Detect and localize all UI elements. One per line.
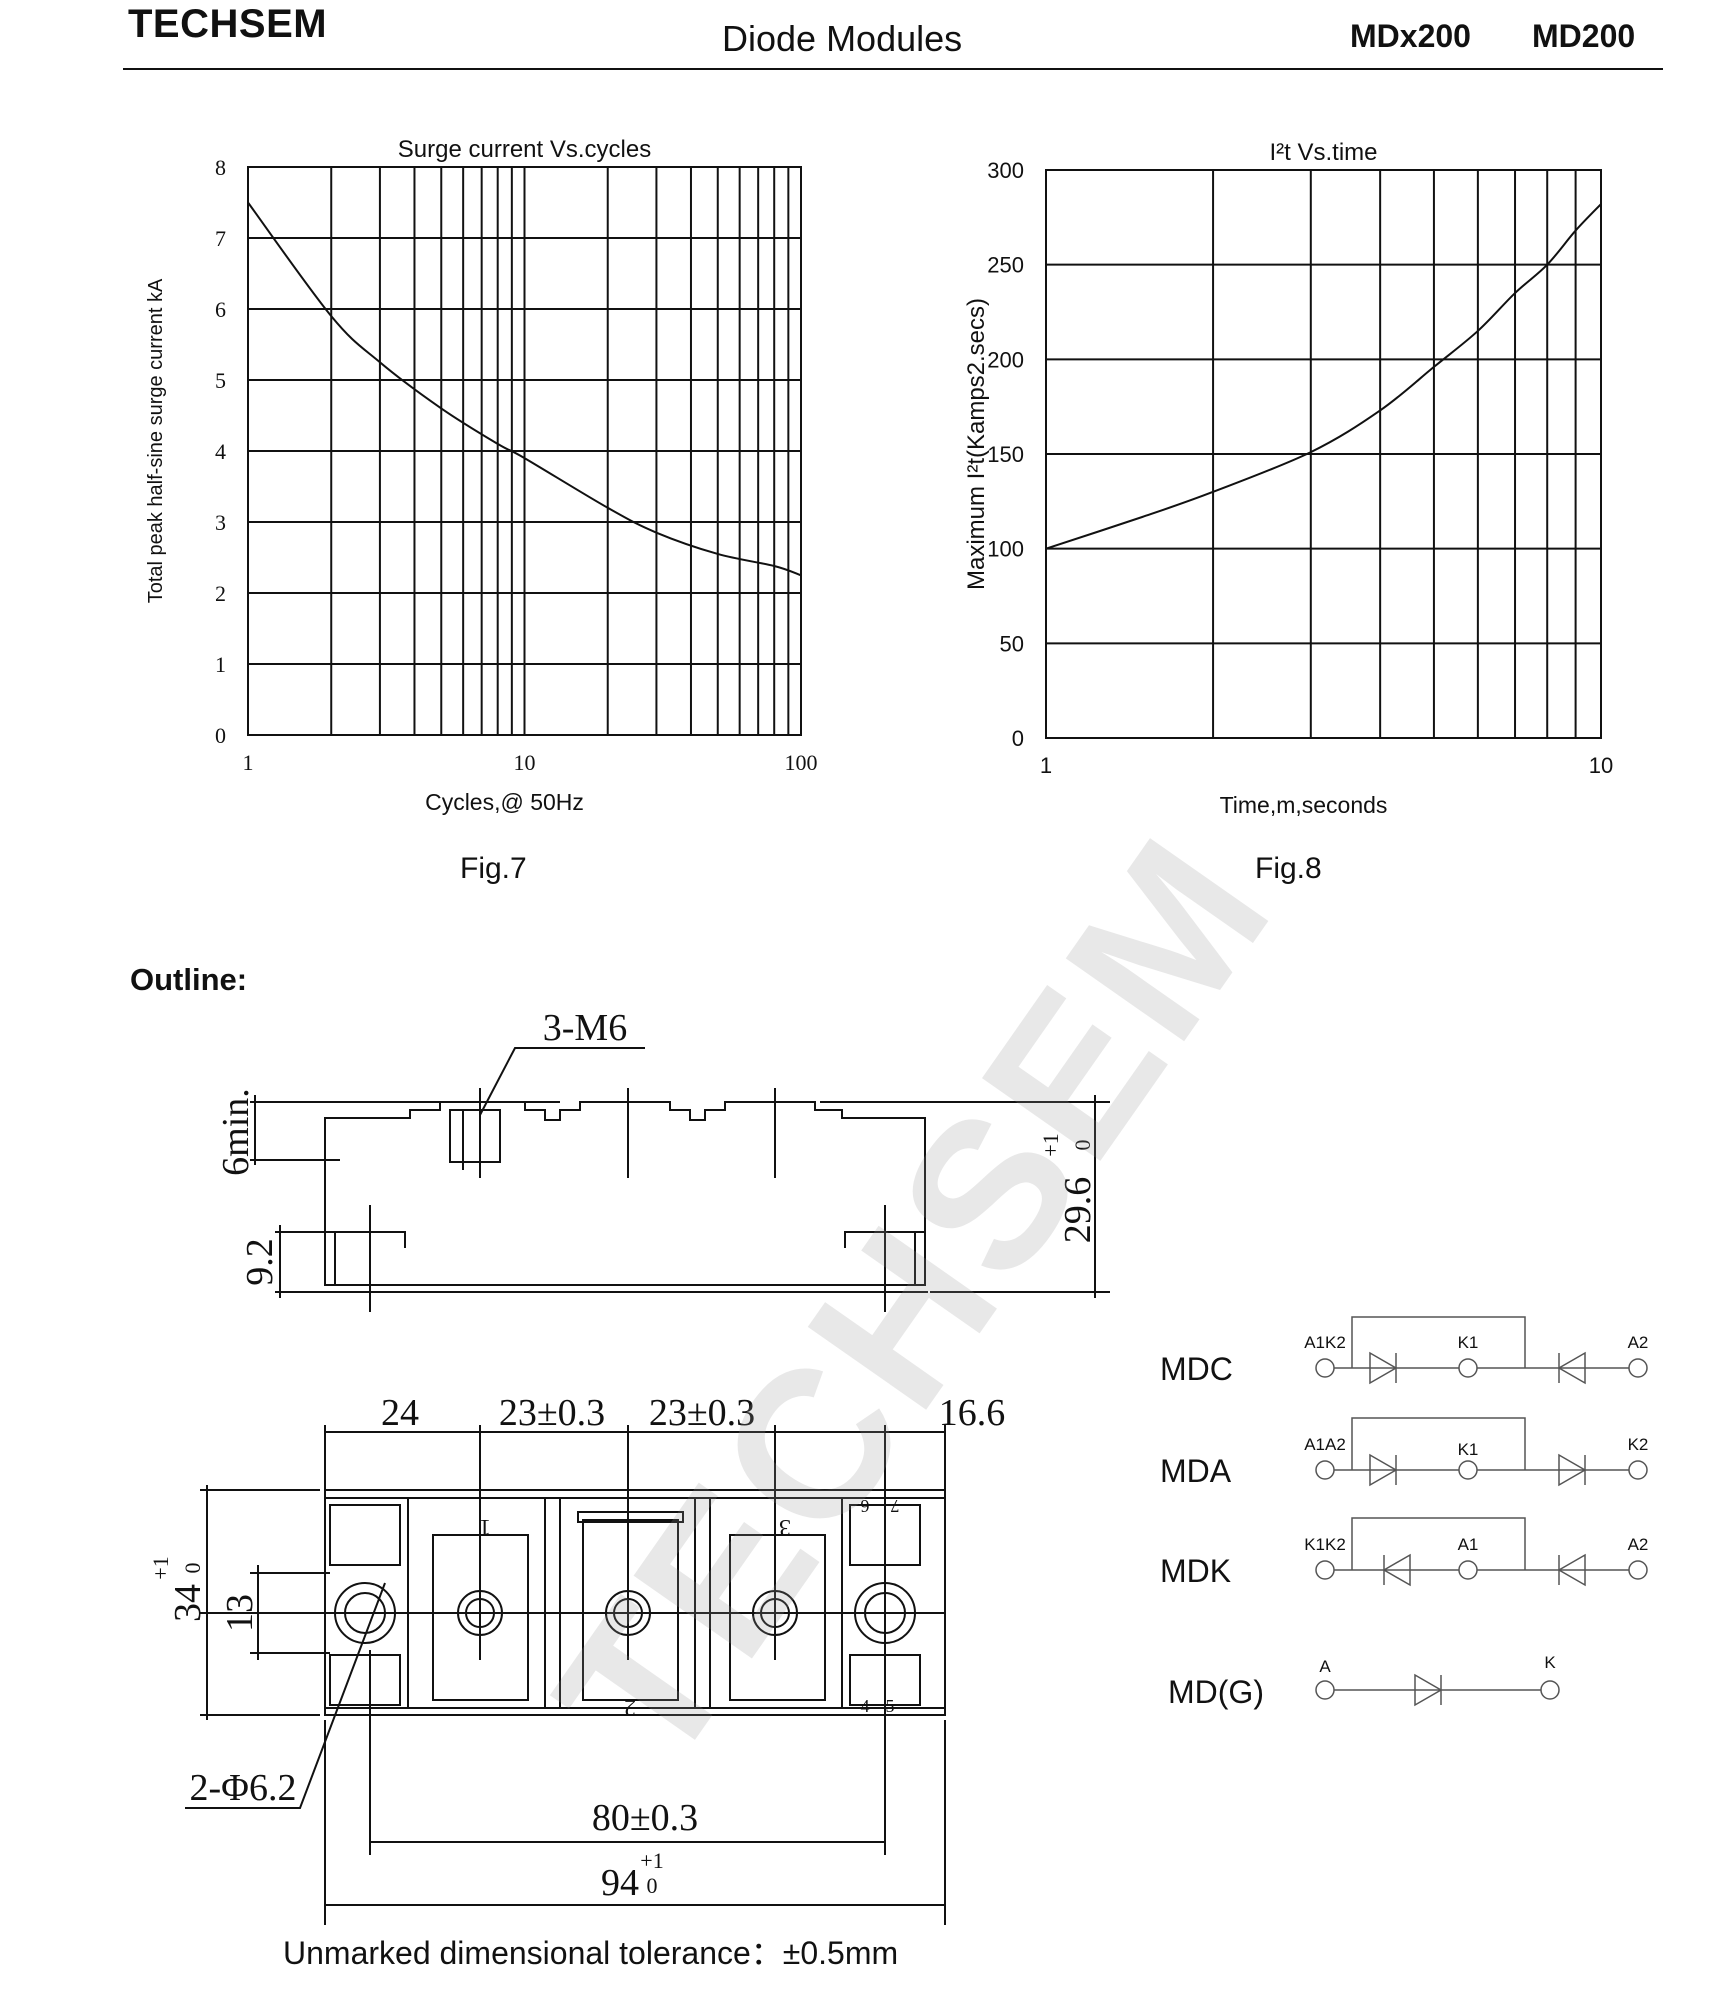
tol-34-lo: 0 [180,1563,205,1574]
terminal-7: 7 [891,1496,900,1516]
chart8-ytick: 200 [987,347,1024,372]
terminal-2: 2 [624,1694,636,1720]
mdk-t1: K1K2 [1304,1535,1346,1554]
brand-name: TECHSEM [128,2,328,46]
mda-t3: K2 [1628,1435,1649,1454]
tol-94-lo: 0 [647,1873,658,1898]
mda-t1: A1A2 [1304,1435,1346,1454]
fig7-label: Fig.7 [460,852,527,885]
chart8-ytick: 250 [987,253,1024,278]
chart7-ytick: 1 [215,652,226,677]
chart8-curve [1045,203,1602,550]
circuit-mdk [1315,1517,1648,1587]
circuit-mdg-name: MD(G) [1168,1674,1264,1710]
terminal-6: 6 [861,1496,870,1516]
dim-16-6: 16.6 [939,1392,1006,1434]
chart8-ytick: 50 [1000,631,1024,656]
circuit-diagrams [1315,1316,1648,1707]
circuit-mdk-name: MDK [1160,1553,1231,1589]
mdk-t3: A2 [1628,1535,1649,1554]
mdc-t2: K1 [1458,1333,1479,1352]
dim-34: 34 [167,1584,209,1622]
dim-24: 24 [381,1392,419,1434]
chart7-ytick: 3 [215,510,226,535]
circuit-mdg [1315,1673,1560,1707]
chart7-title: Surge current Vs.cycles [398,136,651,163]
outline-title: Outline: [130,962,248,997]
tol-94-hi: +1 [640,1848,663,1873]
chart7-xtick: 10 [514,750,536,775]
chart8-ytick: 300 [987,158,1024,183]
chart8-ylabel: Maximum I²t(Kamps2.secs) [963,298,990,590]
dim-94: 94 [601,1862,639,1904]
dim-80: 80±0.3 [592,1797,698,1839]
chart7-curve [247,201,802,577]
tol-29-6-lo: 0 [1070,1140,1095,1151]
document-title: Diode Modules [722,18,963,59]
chart7-ytick: 6 [215,297,226,322]
chart7-xlabel: Cycles,@ 50Hz [425,789,584,815]
chart8-xlabel: Time,m,seconds [1220,792,1388,818]
chart8-frame [1045,169,1602,739]
chart8-title: I²t Vs.time [1269,139,1377,166]
chart7-ytick: 7 [215,226,226,251]
dim-hole: 2-Φ6.2 [190,1767,297,1809]
mdg-t2: K [1544,1653,1556,1672]
chart8-ytick: 150 [987,442,1024,467]
chart7-ytick: 8 [215,155,226,180]
mdc-t3: A2 [1628,1333,1649,1352]
header-divider [123,68,1663,70]
circuit-mdc [1315,1316,1648,1385]
tol-29-6-hi: +1 [1038,1133,1063,1156]
chart7-ytick: 0 [215,723,226,748]
dim-29-6: 29.6 [1057,1177,1099,1244]
chart7-xtick: 1 [243,750,254,775]
tolerance-note: Unmarked dimensional tolerance：±0.5mm [283,1935,899,1971]
chart8-ytick: 100 [987,537,1024,562]
chart7-xtick: 100 [785,750,818,775]
circuit-mda [1315,1417,1648,1487]
chart7-ytick: 4 [215,439,226,464]
mdc-t1: A1K2 [1304,1333,1346,1352]
chart7-ytick: 5 [215,368,226,393]
chart8-xtick: 1 [1040,753,1052,778]
terminal-1: 1 [479,1514,491,1540]
model-series: MDx200 [1350,18,1471,54]
circuit-mdc-name: MDC [1160,1351,1233,1387]
chart7-ylabel: Total peak half-sine surge current kA [145,278,167,603]
chart7-frame [247,166,802,736]
mda-t2: K1 [1458,1440,1479,1459]
chart7-ytick: 2 [215,581,226,606]
terminal-4: 4 [861,1696,870,1716]
dim-9-2: 9.2 [239,1238,281,1286]
side-view-body [324,1101,926,1286]
dim-23-b: 23±0.3 [649,1392,755,1434]
dim-6min: 6min. [215,1088,257,1176]
dim-23-a: 23±0.3 [499,1392,605,1434]
terminal-3: 3 [779,1514,791,1540]
chart8-xtick: 10 [1589,753,1613,778]
mdg-t1: A [1319,1657,1331,1676]
circuit-mda-name: MDA [1160,1453,1232,1489]
chart8-ytick: 0 [1012,726,1024,751]
dim-3-m6: 3-M6 [543,1007,627,1049]
dim-13: 13 [219,1594,261,1632]
mdk-t2: A1 [1458,1535,1479,1554]
top-view-body [324,1489,946,1716]
fig8-label: Fig.8 [1255,852,1322,885]
terminal-5: 5 [886,1696,895,1716]
tol-34-hi: +1 [148,1556,173,1579]
model-number: MD200 [1532,18,1636,54]
